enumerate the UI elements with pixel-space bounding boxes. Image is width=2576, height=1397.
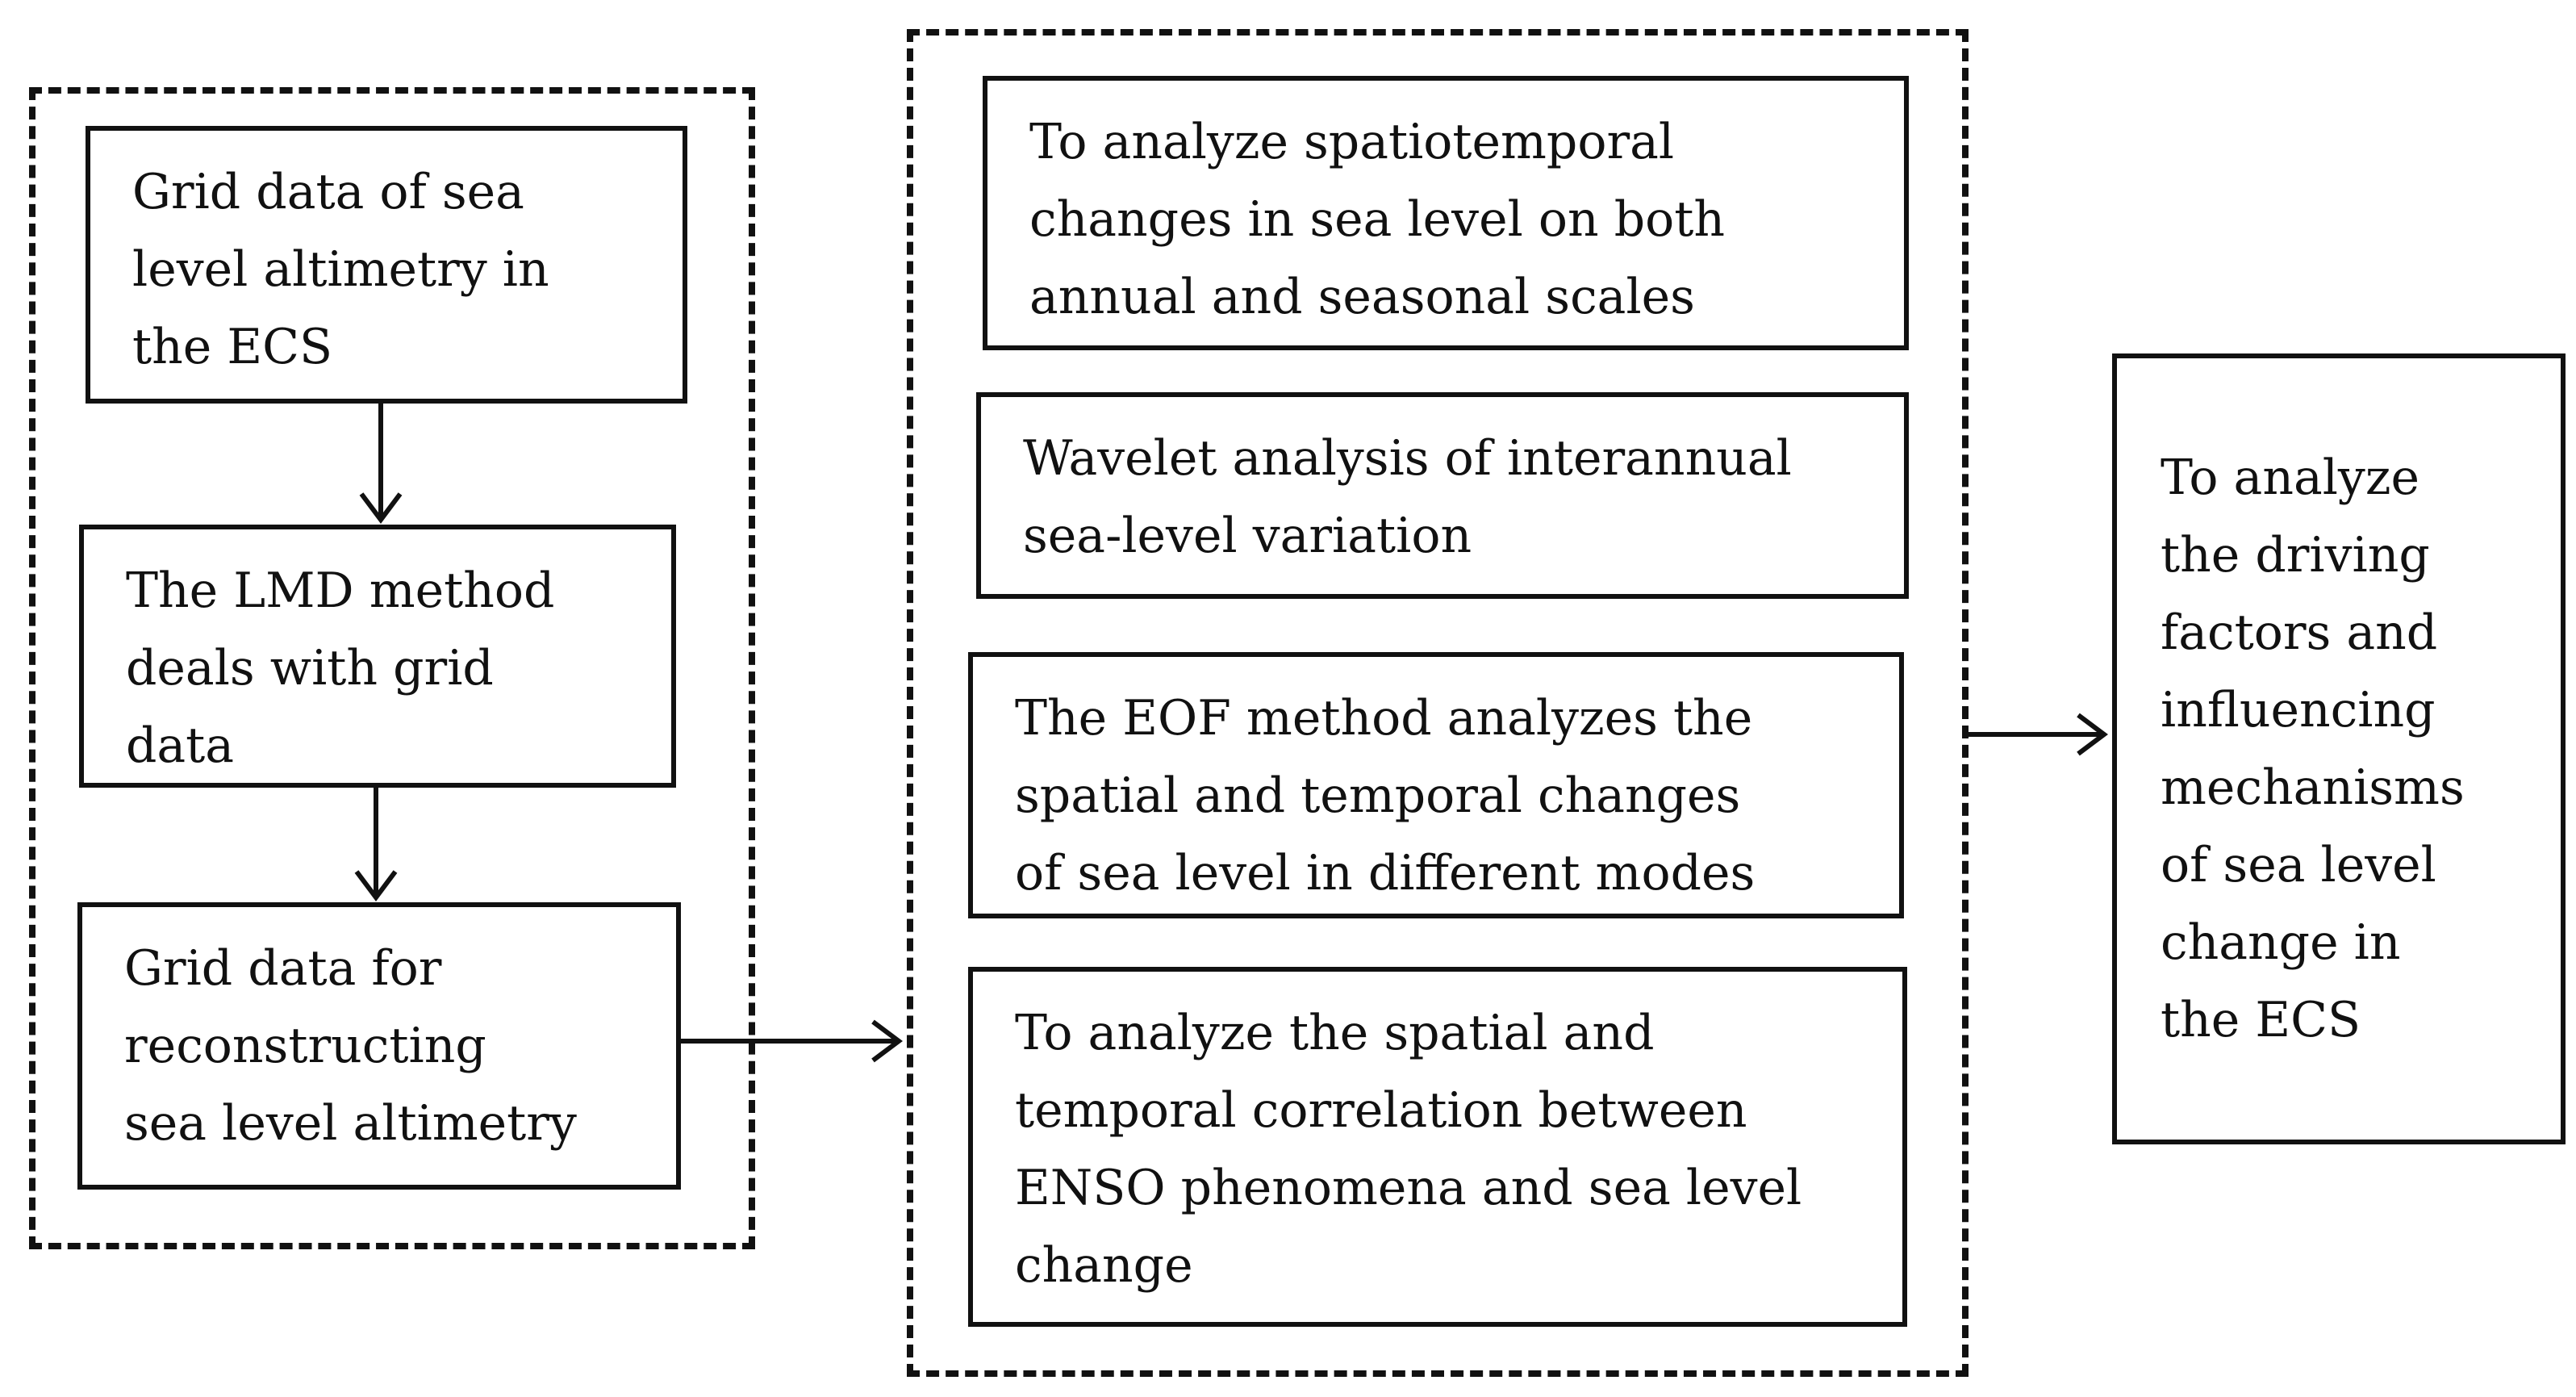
analysis-step-box: The EOF method analyzes the spatial and … xyxy=(968,652,1904,918)
arrow-head xyxy=(2077,713,2108,756)
input-step-text: The LMD method deals with grid data xyxy=(126,563,555,774)
arrow-head xyxy=(871,1019,903,1063)
input-step-text: Grid data for reconstructing sea level a… xyxy=(124,940,577,1152)
analysis-step-box: To analyze spatiotemporal changes in sea… xyxy=(983,76,1909,350)
analysis-group xyxy=(907,29,1969,1377)
input-step-box: The LMD method deals with grid data xyxy=(79,525,676,788)
analysis-step-text: To analyze spatiotemporal changes in sea… xyxy=(1029,114,1725,325)
analysis-step-text: Wavelet analysis of interannual sea-leve… xyxy=(1023,430,1792,564)
output-text: To analyze the driving factors and influ… xyxy=(2161,450,2465,1048)
arrow-head xyxy=(354,870,398,901)
input-processing-group xyxy=(29,87,755,1249)
analysis-step-text: To analyze the spatial and temporal corr… xyxy=(1015,1005,1802,1294)
input-step-text: Grid data of sea level altimetry in the … xyxy=(132,164,549,375)
input-step-box: Grid data for reconstructing sea level a… xyxy=(77,902,681,1190)
analysis-step-box: Wavelet analysis of interannual sea-leve… xyxy=(976,392,1909,599)
output-box: To analyze the driving factors and influ… xyxy=(2112,353,2566,1144)
analysis-step-text: The EOF method analyzes the spatial and … xyxy=(1015,690,1756,901)
analysis-step-box: To analyze the spatial and temporal corr… xyxy=(968,967,1907,1327)
arrow-head xyxy=(359,492,403,524)
input-step-box: Grid data of sea level altimetry in the … xyxy=(86,126,687,404)
